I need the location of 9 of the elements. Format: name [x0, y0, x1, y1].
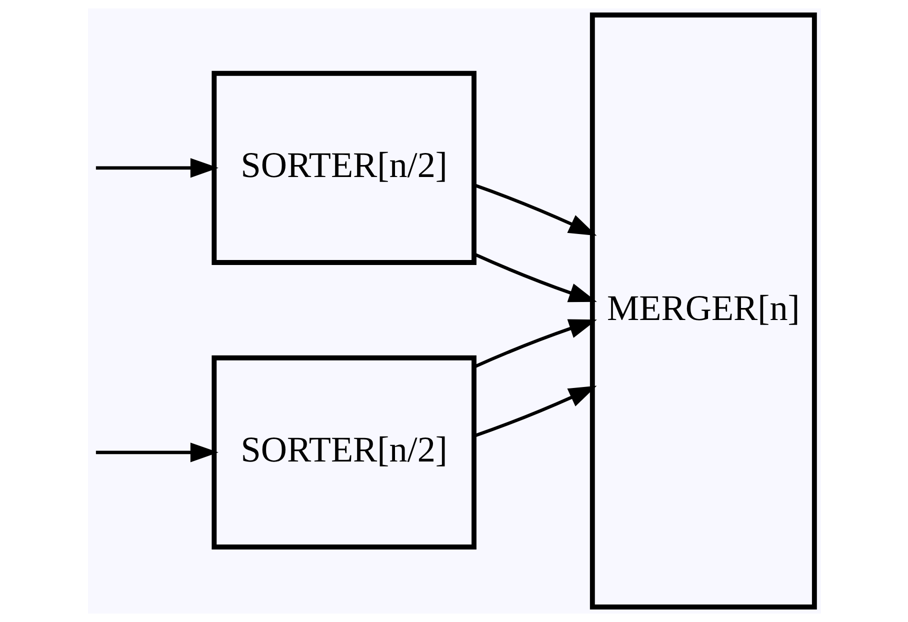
arrow — [473, 184, 596, 236]
arrow — [95, 442, 218, 462]
arrow — [95, 158, 218, 178]
node-box: SORTER[n/2] — [211, 355, 476, 550]
node-box: MERGER[n] — [589, 12, 816, 610]
arrow — [473, 319, 596, 368]
node-box: SORTER[n/2] — [211, 70, 476, 265]
arrow — [473, 386, 596, 438]
arrow — [473, 252, 596, 302]
